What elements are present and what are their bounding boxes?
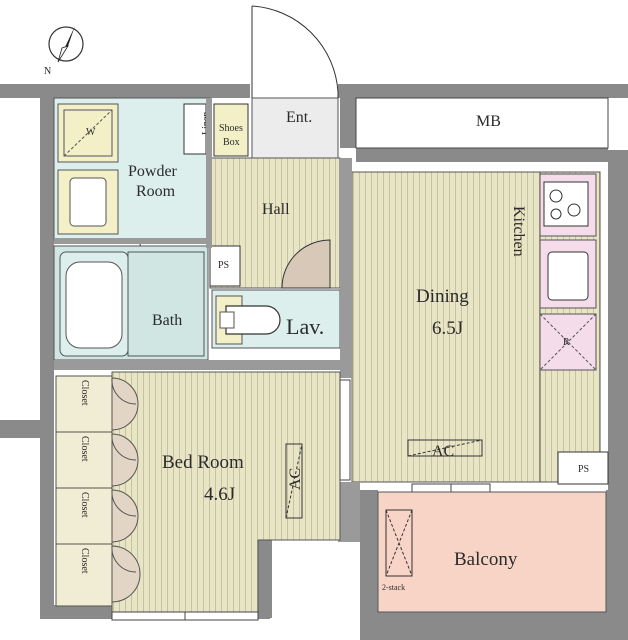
- closet-4-label: Closet: [79, 548, 90, 574]
- refrigerator-label: R: [563, 337, 570, 348]
- interior-walls: [54, 98, 360, 542]
- two-stack-label: 2-stack: [382, 583, 405, 592]
- compass-north-label: N: [44, 66, 51, 77]
- bath-label: Bath: [152, 312, 182, 329]
- ac-bedroom-label: AC: [287, 468, 304, 490]
- kitchen-sink: [539, 239, 597, 309]
- balcony-floor: [377, 491, 607, 613]
- shoes-box-line2: Box: [223, 137, 240, 148]
- pipe-space-right-label: PS: [578, 464, 589, 475]
- hall-label: Hall: [262, 201, 290, 218]
- shoes-box-line1: Shoes: [219, 123, 243, 134]
- ac-bedroom-unit: [285, 443, 303, 519]
- shoes-box: [213, 103, 249, 157]
- stove: [539, 173, 597, 237]
- entrance-door[interactable]: [251, 5, 339, 98]
- meter-box-label: MB: [476, 113, 501, 130]
- exterior-walls: [0, 84, 628, 640]
- washer-label: W: [86, 127, 96, 138]
- refrigerator-space: [539, 313, 597, 371]
- entrance-label: Ent.: [286, 109, 312, 126]
- bedroom-label: Bed Room: [162, 452, 244, 473]
- ac-dining-label: AC: [432, 443, 454, 460]
- pipe-space-left: [209, 245, 241, 287]
- washer: [57, 103, 119, 163]
- windows: [111, 379, 491, 621]
- bedroom-size: 4.6J: [204, 484, 235, 505]
- balcony-label: Balcony: [454, 549, 518, 570]
- compass: N: [44, 26, 84, 77]
- wash-area: [127, 251, 205, 357]
- pipe-space-left-label: PS: [218, 260, 229, 271]
- closet-3-label: Closet: [79, 492, 90, 518]
- kitchen-label: Kitchen: [510, 206, 527, 257]
- powder-room-label-line2: Room: [136, 183, 176, 200]
- closet-2-label: Closet: [79, 436, 90, 462]
- entrance-floor: [251, 97, 339, 159]
- closet-column: [55, 375, 113, 607]
- dining-floor: [351, 171, 541, 483]
- lavatory-label: Lav.: [286, 314, 324, 339]
- dining-size: 6.5J: [432, 318, 463, 339]
- closet-1-label: Closet: [79, 380, 90, 406]
- pipe-space-right: [557, 451, 609, 485]
- powder-room-label-line1: Powder: [128, 163, 178, 180]
- powder-vanity: [57, 169, 119, 235]
- closet-doors[interactable]: [111, 377, 141, 603]
- dining-label: Dining: [416, 286, 469, 307]
- meter-box-area: [355, 97, 609, 149]
- two-stack-unit: [385, 509, 413, 577]
- toilet: [215, 295, 281, 345]
- ac-dining-unit: [407, 439, 483, 457]
- hall-door[interactable]: [281, 239, 331, 289]
- bathtub: [59, 251, 129, 357]
